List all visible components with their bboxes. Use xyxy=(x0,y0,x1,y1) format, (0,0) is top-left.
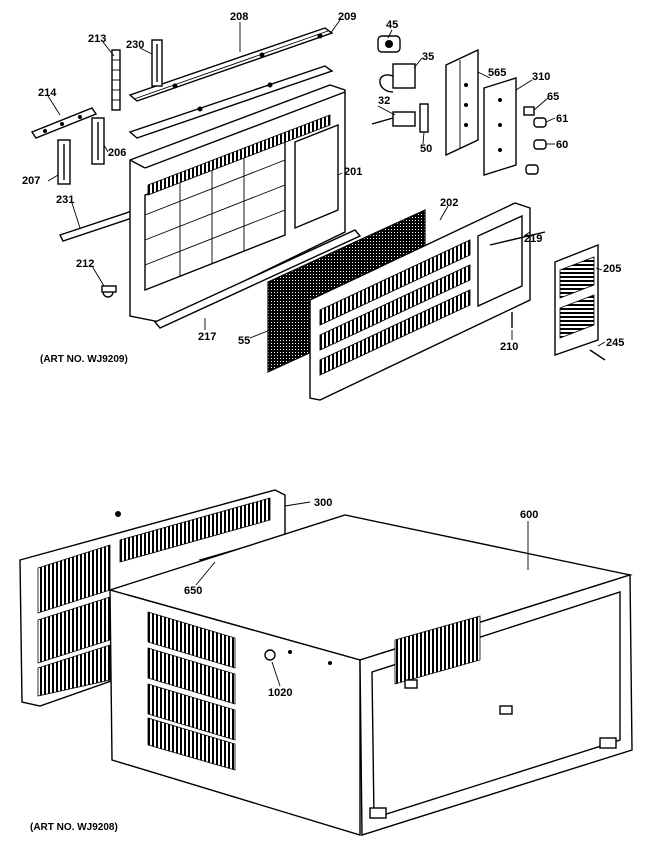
thermostat-part xyxy=(371,111,416,127)
rod-part xyxy=(489,231,546,246)
side-panel-part xyxy=(554,243,599,356)
label-565: 565 xyxy=(488,67,506,79)
label-45: 45 xyxy=(386,19,398,31)
label-210: 210 xyxy=(500,341,518,353)
label-212: 212 xyxy=(76,258,94,270)
label-35: 35 xyxy=(422,51,434,63)
label-217: 217 xyxy=(198,331,216,343)
front-frame-part xyxy=(129,84,346,323)
label-55: 55 xyxy=(238,335,250,347)
leader-lines-bottom xyxy=(195,501,529,687)
control-bracket-part xyxy=(445,48,479,157)
part-number-labels: 208 209 213 230 45 35 565 310 65 61 60 3… xyxy=(22,11,624,833)
label-50: 50 xyxy=(420,143,432,155)
bracket-part xyxy=(151,39,163,87)
control-panel-part xyxy=(483,77,517,176)
switch-part xyxy=(379,63,416,93)
label-245: 245 xyxy=(606,337,624,349)
hinge-strip-part xyxy=(111,49,121,111)
label-1020: 1020 xyxy=(268,687,292,699)
label-231: 231 xyxy=(56,194,74,206)
control-knob-part xyxy=(377,35,401,53)
label-213: 213 xyxy=(88,33,106,45)
mount-bracket-part xyxy=(91,117,105,165)
label-205: 205 xyxy=(603,263,621,275)
cabinet-part xyxy=(107,514,633,836)
capacitor-part xyxy=(419,103,429,133)
lower-rail-part xyxy=(128,65,334,139)
label-65: 65 xyxy=(547,91,559,103)
label-61: 61 xyxy=(556,113,568,125)
clip-part xyxy=(101,285,117,298)
label-209: 209 xyxy=(338,11,356,23)
label-650: 650 xyxy=(184,585,202,597)
label-206: 206 xyxy=(108,147,126,159)
label-219: 219 xyxy=(524,233,542,245)
label-208: 208 xyxy=(230,11,248,23)
label-32: 32 xyxy=(378,95,390,107)
label-60: 60 xyxy=(556,139,568,151)
label-310: 310 xyxy=(532,71,550,83)
art-number-bottom: (ART NO. WJ9208) xyxy=(30,822,118,833)
label-300: 300 xyxy=(314,497,332,509)
art-number-top: (ART NO. WJ9209) xyxy=(40,354,128,365)
label-230: 230 xyxy=(126,39,144,51)
side-bracket-part xyxy=(57,139,71,185)
label-600: 600 xyxy=(520,509,538,521)
top-rail-part xyxy=(128,27,334,102)
support-bar-part xyxy=(59,209,139,242)
leader-lines-top xyxy=(47,19,606,347)
bottom-rail-part xyxy=(153,229,362,329)
small-knob-parts xyxy=(523,106,547,175)
screw-part xyxy=(589,349,606,361)
label-202: 202 xyxy=(440,197,458,209)
label-214: 214 xyxy=(38,87,57,99)
front-grille-part xyxy=(309,202,531,401)
label-201: 201 xyxy=(344,166,362,178)
side-strip-part xyxy=(30,107,98,139)
label-207: 207 xyxy=(22,175,40,187)
